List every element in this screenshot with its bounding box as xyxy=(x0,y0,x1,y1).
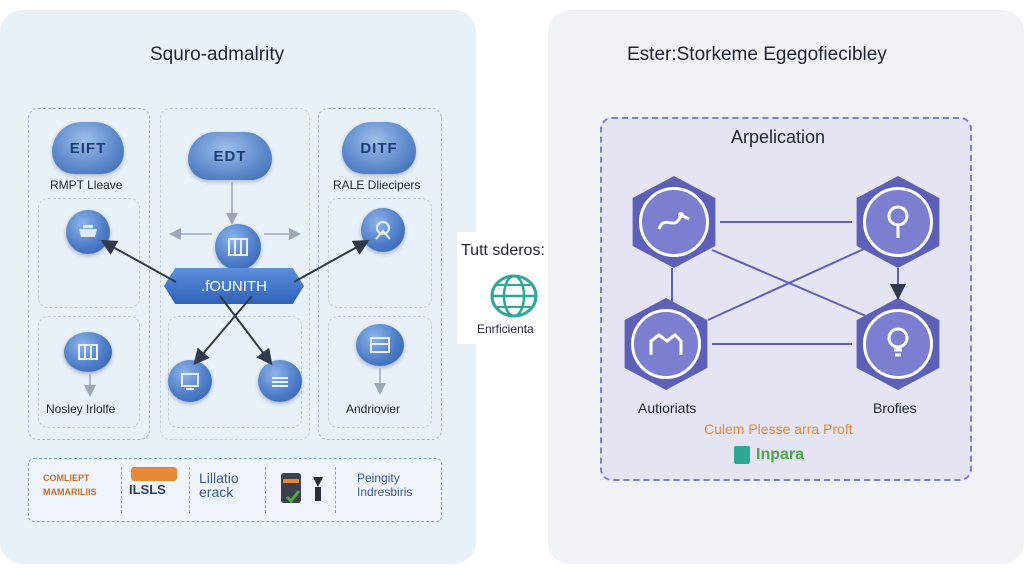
node-right-bottom xyxy=(356,324,404,366)
node-right-top xyxy=(361,208,405,252)
hex-node-bottom-right-inner xyxy=(863,309,933,379)
hex-node-top-left xyxy=(632,176,716,268)
location-pin-icon xyxy=(887,205,909,238)
panel-icon xyxy=(370,337,390,353)
cloud-left-label: RMPT Lleave xyxy=(50,178,123,192)
left-panel-title: Squro-admalrity xyxy=(150,44,285,65)
logo-mark xyxy=(734,446,750,464)
cloud-right-label: RALE Dliecipers xyxy=(333,178,421,192)
bottom-left-label: Nosley Irlolfe xyxy=(46,402,116,416)
hex-node-bottom-left xyxy=(624,298,708,390)
footer-divider-4 xyxy=(335,467,336,513)
hex-node-top-left-inner xyxy=(639,187,709,257)
monitor-icon xyxy=(181,373,199,390)
footer-col2: ILSLS xyxy=(129,482,166,497)
hex-node-top-right xyxy=(856,176,940,268)
center-title: Tutt sderos: xyxy=(461,242,545,259)
route-icon xyxy=(657,212,690,230)
footer-divider-1 xyxy=(121,467,122,513)
footer-col2-badge xyxy=(131,467,177,481)
cloud-center-text: EDT xyxy=(213,147,247,165)
hex-node-bottom-left-inner xyxy=(631,309,701,379)
cloud-right-text: DITF xyxy=(360,139,398,157)
right-inner-box-bottom xyxy=(328,316,432,428)
hex-node-top-right-inner xyxy=(863,187,933,257)
footer-divider-2 xyxy=(189,467,190,513)
central-banner: .fOUNITH xyxy=(164,268,304,304)
tagline: Culem Plesse arra Proft xyxy=(704,421,853,437)
building-icon xyxy=(649,333,683,355)
cloud-icon-right: DITF xyxy=(342,122,416,174)
server-icon xyxy=(228,238,248,256)
bottom-right-label: Andriovier xyxy=(346,402,401,416)
footer-col3: Lillatio erack xyxy=(199,470,239,500)
application-title: Arpelication xyxy=(731,127,826,147)
node-center-top xyxy=(215,224,261,270)
node-center-bottom-left xyxy=(168,360,212,402)
label-bottom-right: Brofies xyxy=(873,400,917,416)
node-left-bottom xyxy=(64,332,112,372)
logo-text: Inpara xyxy=(756,446,805,463)
label-bottom-left: Autioriats xyxy=(638,400,697,416)
left-footer-legend: COMLIEPT MAMARILIIS ILSLS Lillatio erack… xyxy=(28,458,442,522)
left-inner-box-bottom xyxy=(38,316,140,428)
bulb-icon xyxy=(887,327,909,357)
cloud-icon-left: EIFT xyxy=(52,122,124,174)
footer-divider-3 xyxy=(265,467,266,513)
cloud-icon-center: EDT xyxy=(188,132,272,180)
tools-icon xyxy=(281,473,323,504)
node-left-top xyxy=(66,210,110,254)
hex-node-bottom-right xyxy=(856,298,940,390)
footer-col4: Peingity Indresbiris xyxy=(357,471,413,499)
center-caption: Enrficienta xyxy=(477,322,534,336)
tray-icon xyxy=(79,225,97,237)
right-panel-title: Ester:Storkeme Egegofiecibley xyxy=(627,44,887,65)
stack-icon xyxy=(272,377,288,387)
globe-icon xyxy=(490,274,538,318)
gauge-icon xyxy=(375,221,391,240)
cloud-left-text: EIFT xyxy=(69,139,107,157)
footer-col1: COMLIEPT MAMARILIIS xyxy=(43,473,97,497)
grid-icon xyxy=(78,344,98,360)
node-center-bottom-right xyxy=(258,360,302,402)
